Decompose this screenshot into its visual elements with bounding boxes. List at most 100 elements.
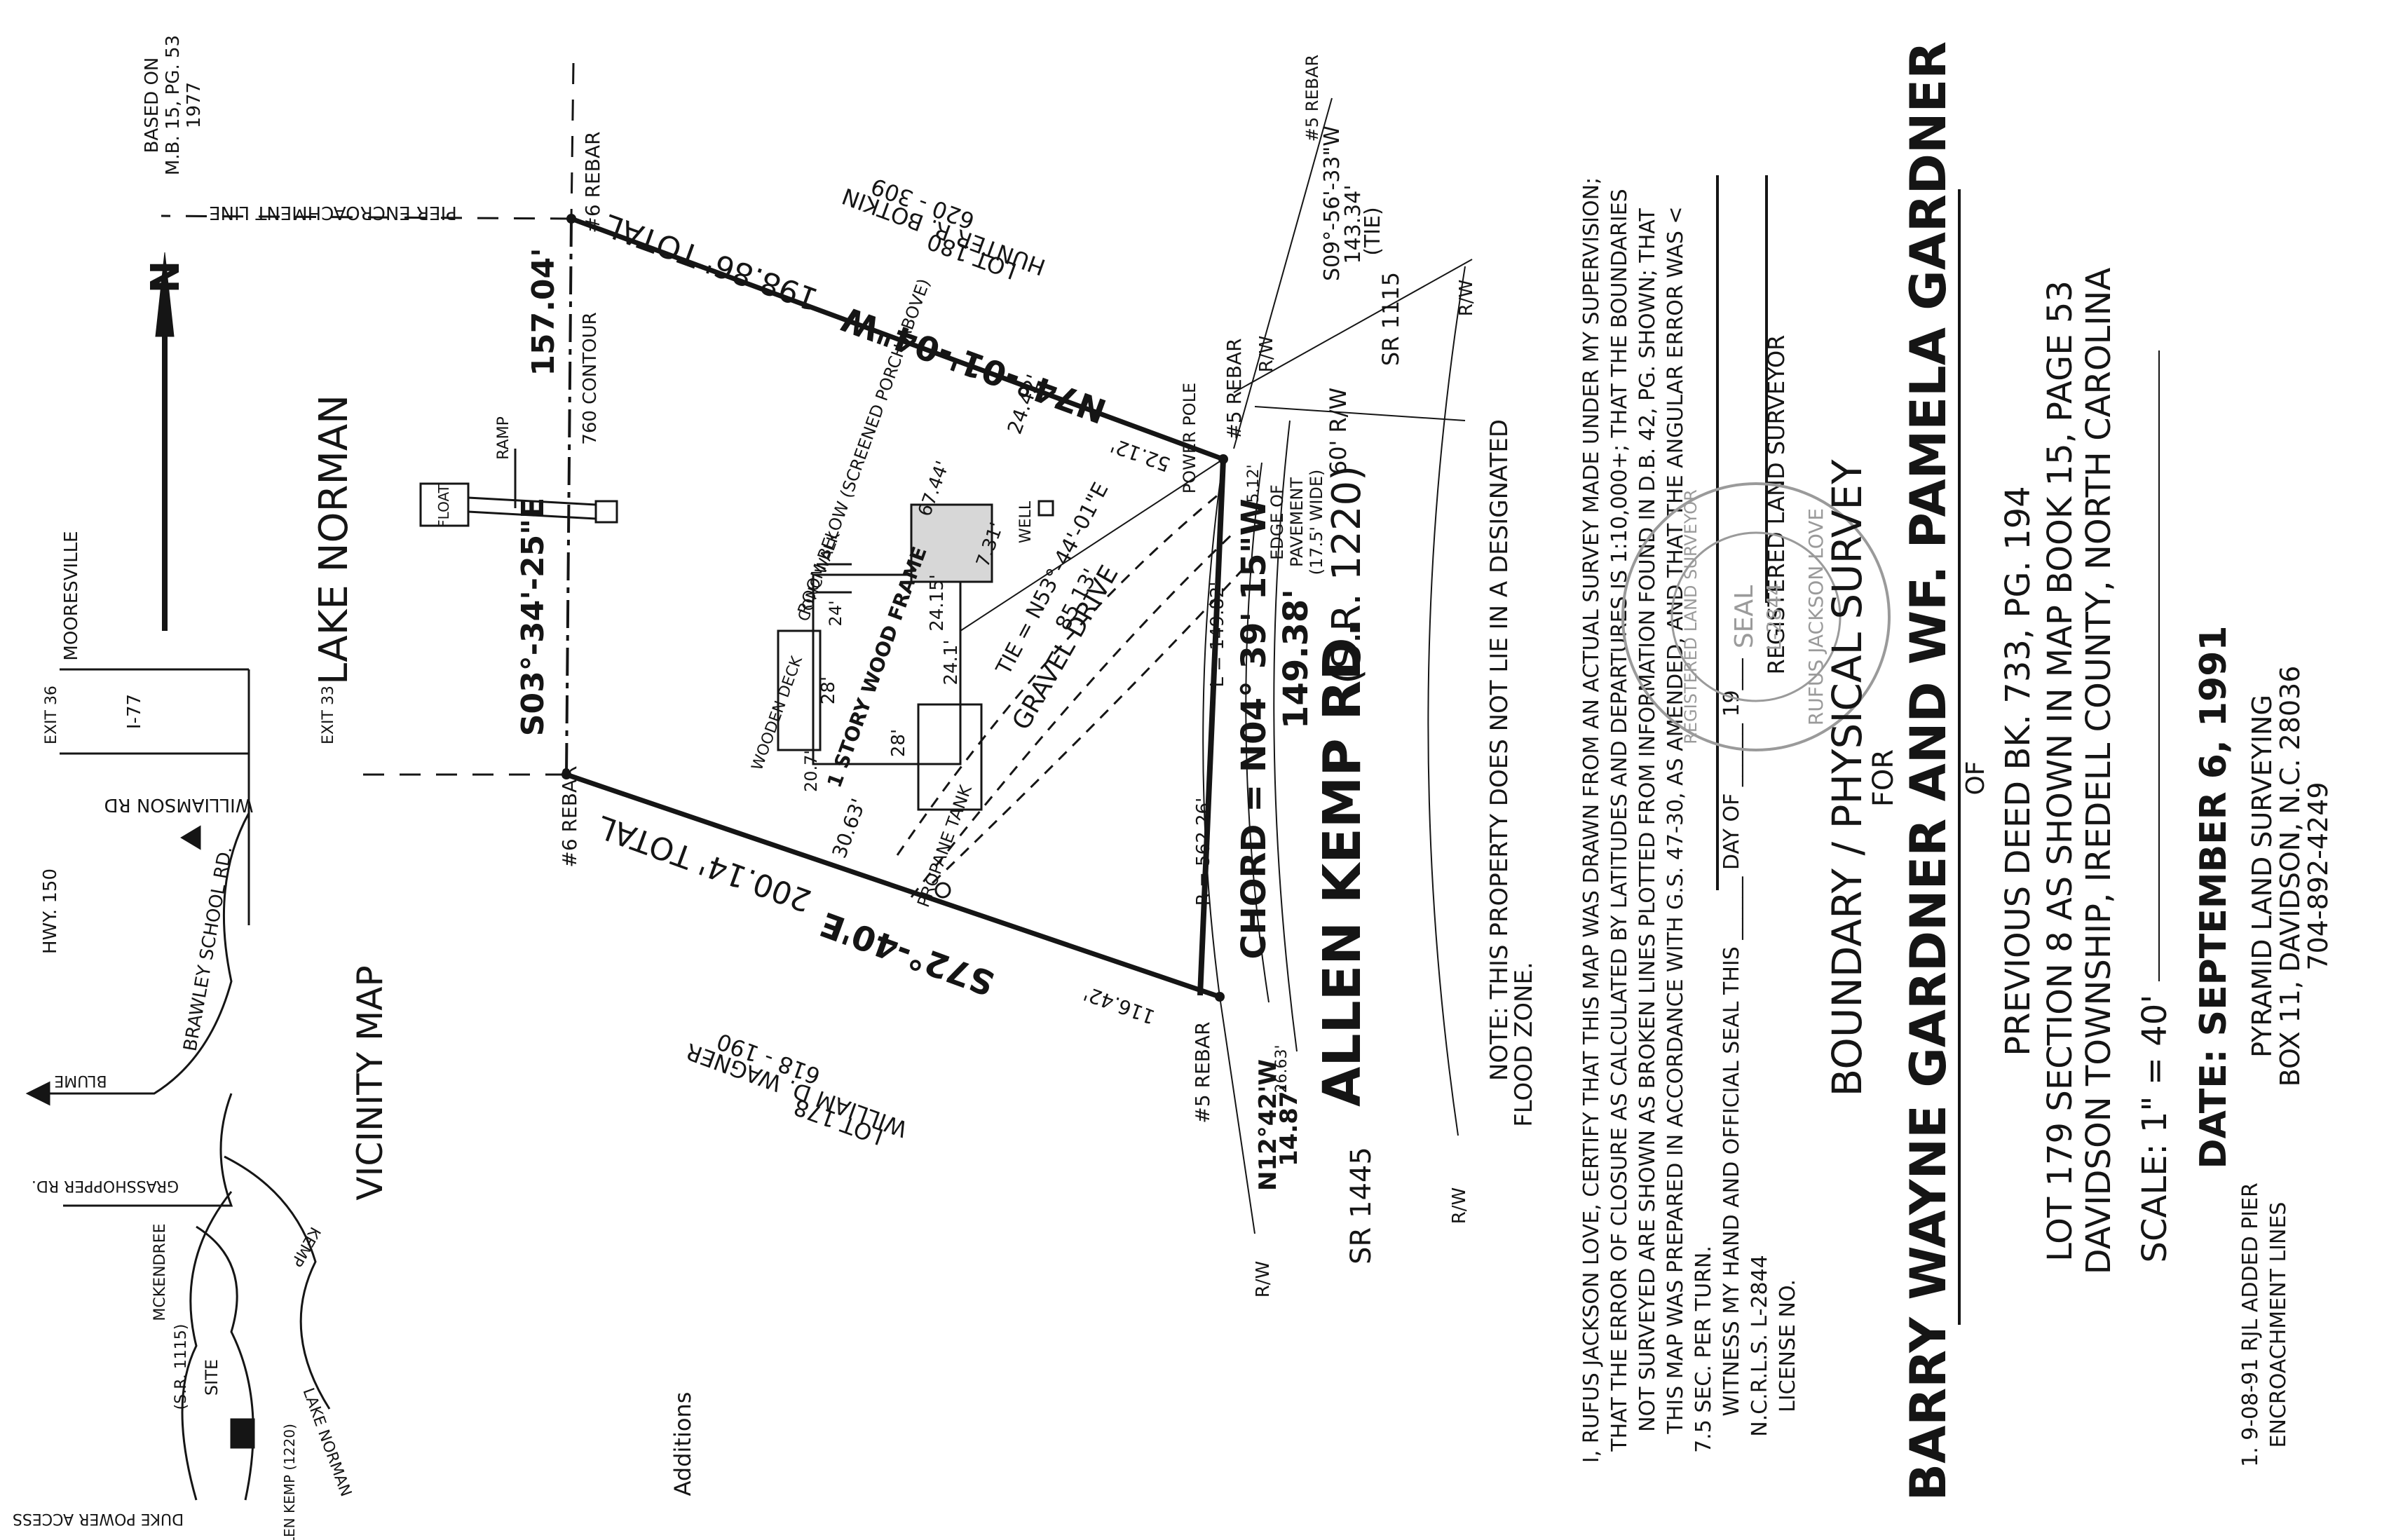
cert-line-6: WITNESS MY HAND AND OFFICIAL SEAL THIS _… [1720,657,1744,1416]
pier-walk-a [468,496,597,506]
rw-lower [1219,996,1255,1234]
rw-label-d: R/W [1253,1261,1274,1298]
power-pole-label: POWER POLE [1180,383,1199,493]
tie2-note: (TIE) [1361,207,1385,256]
road-arc [1202,458,1224,997]
north-head [155,252,175,337]
revision-2: ENCROACHMENT LINES [2266,1202,2291,1448]
rw-60-dim [1254,406,1466,421]
rebar-lr: #5 REBAR [1191,1021,1214,1123]
rebar-ul: #6 REBAR [581,131,604,233]
screened-porch [910,503,993,583]
pier-line-label: PIER ENCROACHMENT LINE [209,202,457,223]
vm-blume-label: BLUME [54,1072,107,1089]
cert-line-1: I, RUFUS JACKSON LOVE, CERTIFY THAT THIS… [1579,177,1604,1463]
drive-edge-b [910,531,1235,898]
cert-line-8: LICENSE NO. [1776,1279,1800,1412]
road-sr: (S.R. 1220) [1324,465,1370,684]
vm-exit33-label: EXIT 33 [320,686,337,744]
title-line-5: PREVIOUS DEED BK. 733, PG. 194 [1999,486,2038,1056]
chord-label: CHORD = N04° 39' 15"W [1234,498,1274,959]
cert-line-7: N.C.R.L.S. L-2844 [1748,1255,1772,1437]
water-line-bearing: S03°-34'-25"E [515,498,551,736]
boundary-bottom [565,772,1221,1000]
rebar5-far: #5 REBAR [1302,55,1322,142]
vm-mooresville-label: MOORESVILLE [61,531,82,660]
dim-512: 5.12' [1245,464,1262,503]
vm-school-marker [180,825,201,850]
dim-241: 24.1' [941,639,962,685]
dim-28a: 28' [818,676,839,704]
title-line-2: FOR [1867,749,1900,807]
dim-28b: 28' [888,729,909,757]
flood-note-1: NOTE: THIS PROPERTY DOES NOT LIE IN A DE… [1485,419,1513,1081]
neighbor-line-upper [161,214,572,220]
vm-sr1115-label: (S.R. 1115) [172,1324,190,1410]
flood-note-2: FLOOD ZONE. [1510,962,1538,1127]
arc-label: L = 149.82' [1207,582,1228,688]
tie2-line [1233,97,1333,449]
vicinity-title: VICINITY MAP [350,965,390,1200]
vm-site-label: SITE [202,1359,222,1396]
cert-line-2: THAT THE ERROR OF CLOSURE AS CALCULATED … [1607,189,1632,1452]
edge-label-3: (17.5' WIDE) [1307,470,1326,575]
title-line-7: DAVIDSON TOWNSHIP, IREDELL COUNTY, NORTH… [2079,268,2118,1275]
vm-williamson-label: WILLIAMSON RD [104,794,253,815]
radius-label: R = 562.26' [1193,798,1214,906]
edge-label-2: PAVEMENT [1287,477,1307,567]
cert-line-3: NOT SURVEYED ARE SHOWN AS BROKEN LINES P… [1635,208,1660,1432]
garage-block [917,703,983,811]
sr1445-label: SR 1445 [1345,1147,1377,1265]
vm-site-marker [230,1418,255,1449]
vm-exit36-label: EXIT 36 [43,686,60,744]
based-on-3: 1977 [184,82,205,128]
date-label: DATE: SEPTEMBER 6, 1991 [2193,625,2235,1168]
vm-peninsula-a [224,1155,331,1410]
seal-text-3: L-2844 [1762,583,1785,650]
vm-mckendree-label: MCKENDREE [151,1223,169,1321]
title-line-3: BARRY WAYNE GARDNER AND WF. PAMELA GARDN… [1900,41,1957,1501]
vm-allen-kemp-label: ALLEN KEMP (1220) [281,1424,298,1540]
tie-line [960,458,1224,632]
surveyor-seal: RUFUS JACKSON LOVE SEAL L-2844 REGISTERE… [1621,482,1891,751]
title-line-6: LOT 179 SECTION 8 AS SHOWN IN MAP BOOK 1… [2041,280,2080,1262]
rw-label-a: R/W [1456,280,1477,317]
well-label: WELL [1017,500,1035,543]
edge-label-1: EDGE OF [1267,484,1287,560]
seal-text-4: REGISTERED LAND SURVEYOR [1681,489,1701,744]
based-on-2: M.B. 15, PG. 53 [163,35,184,175]
tie2-bearing: S09°-56'-33"W [1320,125,1345,281]
title-line-4: OF [1961,761,1990,795]
bottom-len-label: 14.87' [1275,1084,1303,1166]
dim-207: 20.7' [801,750,821,792]
ramp-label: RAMP [495,416,512,460]
rebar-ll: #6 REBAR [558,765,581,867]
water-line-length: 157.04' [526,247,561,376]
vicinity-map [25,668,331,1501]
drive-edge-c [931,566,1246,885]
vm-mckendree [181,1191,233,1501]
vm-i77-label: I-77 [124,694,145,729]
contour-label: 760 CONTOUR [580,312,601,444]
title-line-1: BOUNDARY / PHYSICAL SURVEY [1823,459,1871,1097]
boundary-road-chord [1197,458,1226,996]
seal-inner [1670,531,1842,702]
house [777,458,1224,899]
company-1: PYRAMID LAND SURVEYING [2247,695,2278,1058]
pier-end [594,500,618,524]
seal-text-1: RUFUS JACKSON LOVE [1804,508,1828,725]
house-main [812,573,962,765]
gravel-drive [896,489,1246,898]
well-symbol [1037,500,1054,517]
company-3: 704-892-4249 [2303,782,2334,970]
float-label: FLOAT [435,484,452,527]
vm-grasshopper [63,1093,233,1207]
neighbor-lines [161,62,575,776]
sr1115-label: SR 1115 [1377,272,1404,366]
north-arrow [155,252,175,631]
vm-hwy150-label: HWY. 150 [40,868,61,954]
wooden-deck-rect [777,629,822,751]
pier-walk-b [468,510,597,520]
